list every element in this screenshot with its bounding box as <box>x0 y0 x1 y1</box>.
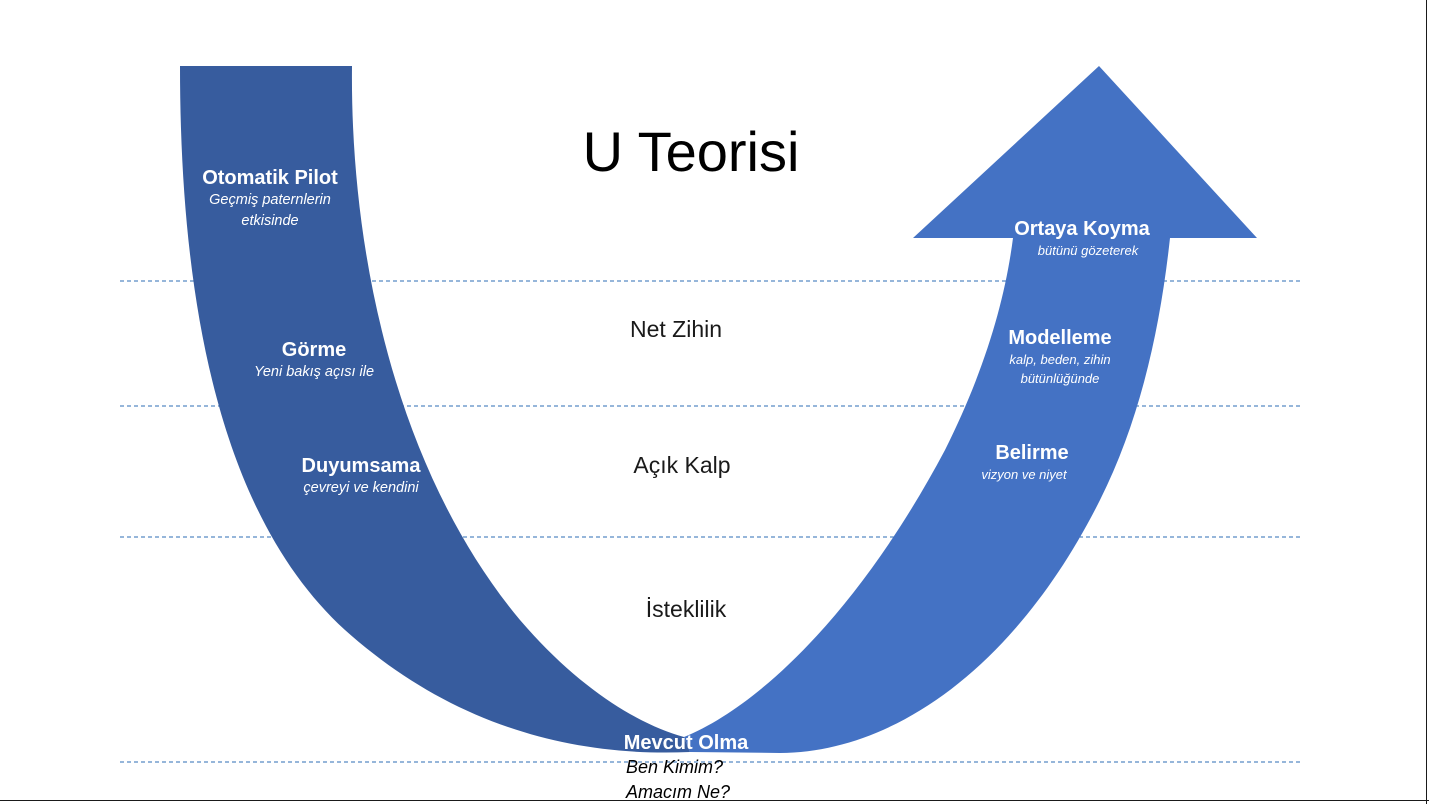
stage-subtitle: vizyon ve niyet <box>981 467 1067 482</box>
stage-subtitle: Amacım Ne? <box>626 782 731 802</box>
stage-heading: Modelleme <box>1008 327 1112 349</box>
stage-subtitle: çevreyi ve kendini <box>303 480 419 496</box>
level-net-zihin: Net Zihin <box>629 316 723 342</box>
stage-heading: Belirme <box>995 442 1069 464</box>
stage-ortaya-koyma: Ortaya Koyma bütünü gözeterek <box>1002 217 1162 260</box>
stage-subtitle: Geçmiş paternlerin <box>209 192 331 208</box>
stage-subtitle: Ben Kimim? <box>626 757 724 777</box>
level-isteklilik: İsteklilik <box>645 596 727 622</box>
stage-duyumsama: Duyumsama çevreyi ve kendini <box>281 454 441 499</box>
slide-border-bottom <box>0 800 1429 801</box>
stage-subtitle: etkisinde <box>241 213 299 229</box>
stage-heading: Duyumsama <box>301 455 421 477</box>
stage-subtitle: bütünü gözeterek <box>1037 243 1139 258</box>
stage-subtitle: bütünlüğünde <box>1020 371 1100 386</box>
level-acik-kalp: Açık Kalp <box>633 452 731 478</box>
stage-gorme: Görme Yeni bakış açısı ile <box>234 338 394 383</box>
stage-heading: Görme <box>281 339 347 361</box>
stage-mevcut-olma: Mevcut Olma Ben Kimim? Amacım Ne? <box>620 731 752 804</box>
stage-otomatik-pilot: Otomatik Pilot Geçmiş paternlerin etkisi… <box>190 166 350 232</box>
stage-subtitle: kalp, beden, zihin <box>1009 352 1111 367</box>
slide-border-right <box>1426 0 1427 804</box>
stage-heading: Ortaya Koyma <box>1014 218 1150 240</box>
u-right-arm <box>684 66 1257 753</box>
stage-modelleme: Modelleme kalp, beden, zihin bütünlüğünd… <box>980 326 1140 388</box>
u-left-arm <box>180 66 690 753</box>
stage-subtitle: Yeni bakış açısı ile <box>253 364 375 380</box>
stage-belirme: Belirme vizyon ve niyet <box>952 441 1112 484</box>
page-title: U Teorisi <box>582 120 800 183</box>
stage-heading: Otomatik Pilot <box>202 167 338 189</box>
stage-heading: Mevcut Olma <box>623 732 749 754</box>
